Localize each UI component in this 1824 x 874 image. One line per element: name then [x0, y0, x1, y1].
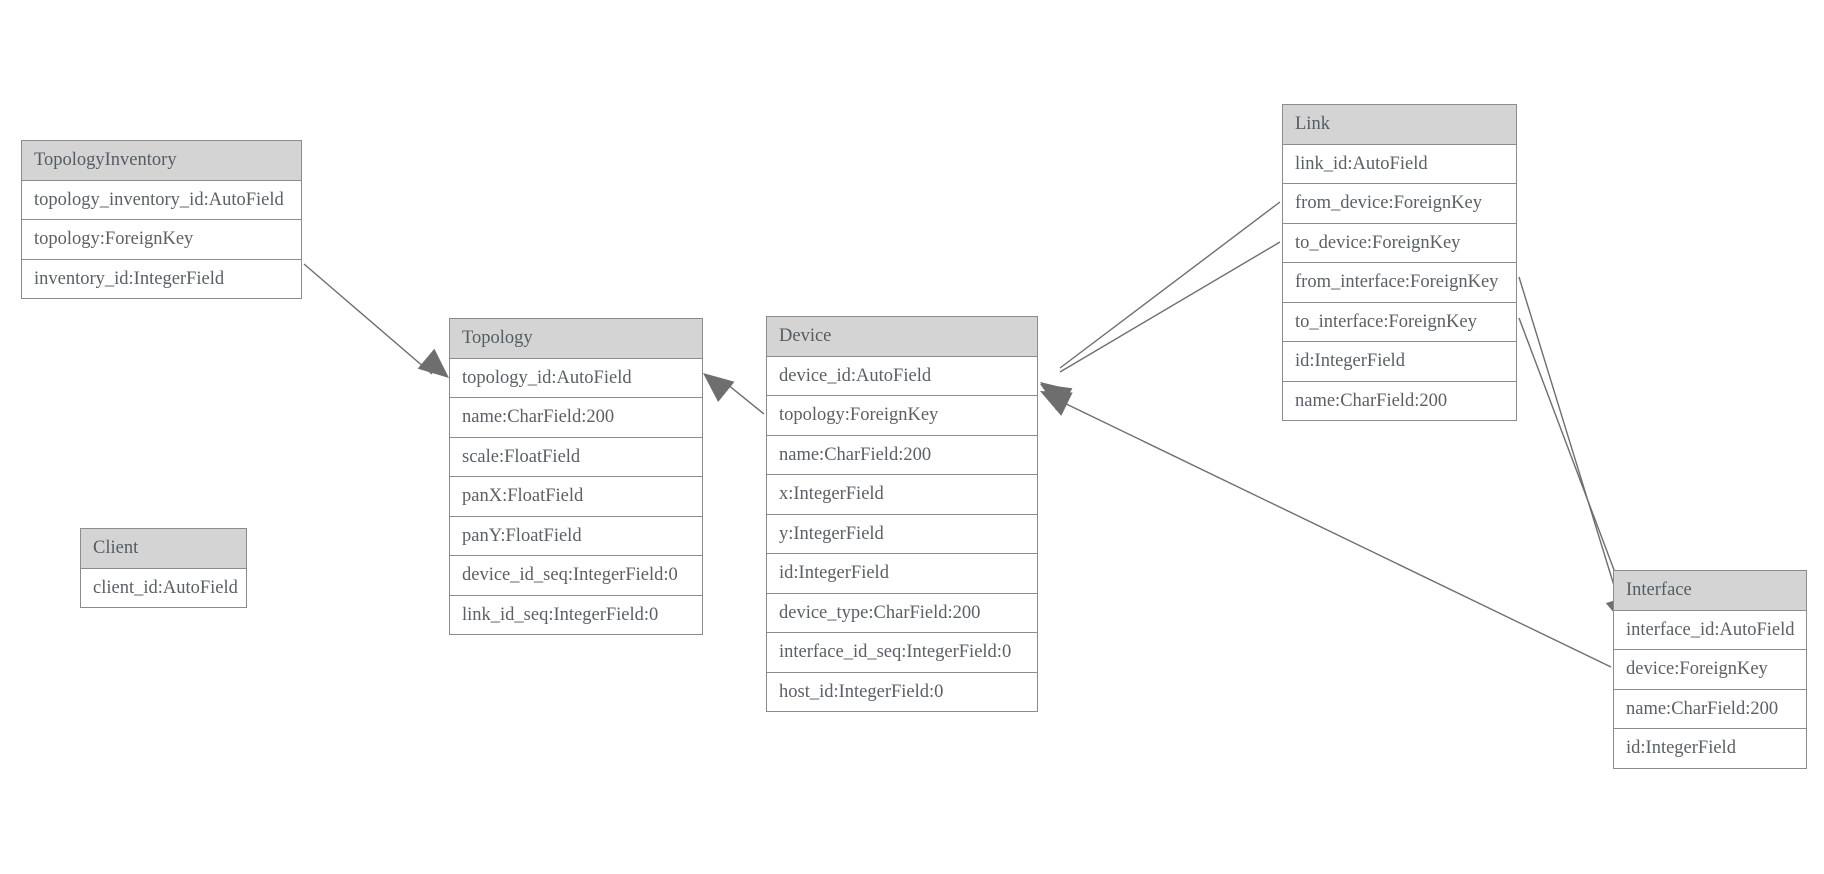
entity-field: id:IntegerField — [767, 554, 1037, 594]
entity-field: name:CharField:200 — [1283, 381, 1516, 420]
entity-field: from_device:ForeignKey — [1283, 184, 1516, 224]
entity-field: to_interface:ForeignKey — [1283, 302, 1516, 342]
entity-field: inventory_id:IntegerField — [22, 259, 301, 298]
entity-field: device_type:CharField:200 — [767, 593, 1037, 633]
entity-field: y:IntegerField — [767, 514, 1037, 554]
entity-field: link_id:AutoField — [1283, 144, 1516, 184]
entity-field: client_id:AutoField — [81, 568, 246, 607]
relationship-arrowhead — [1040, 382, 1072, 411]
relationship-line — [721, 379, 765, 415]
relationship-arrowhead — [1040, 391, 1073, 416]
entity-field: from_interface:ForeignKey — [1283, 263, 1516, 303]
rel-device-topology — [703, 373, 765, 415]
entity-field: id:IntegerField — [1614, 729, 1806, 768]
relationship-line — [303, 263, 433, 375]
entity-field: device_id_seq:IntegerField:0 — [450, 556, 702, 596]
entity-field: interface_id_seq:IntegerField:0 — [767, 633, 1037, 673]
entity-field: topology:ForeignKey — [767, 396, 1037, 436]
entity-field: topology_inventory_id:AutoField — [22, 180, 301, 220]
entity-title: Device — [767, 317, 1037, 357]
entity-field: panY:FloatField — [450, 516, 702, 556]
relationship-arrowhead — [1040, 384, 1073, 411]
relationship-line — [1518, 276, 1621, 606]
entity-field: name:CharField:200 — [450, 398, 702, 438]
relationship-line — [1059, 241, 1281, 373]
entity-field: scale:FloatField — [450, 437, 702, 477]
entity-field: x:IntegerField — [767, 475, 1037, 515]
entity-title: Topology — [450, 319, 702, 359]
entity-title: Client — [81, 529, 246, 569]
rel-link-to-device — [1040, 241, 1281, 411]
entity-field: device_id:AutoField — [767, 356, 1037, 396]
entity-title: Link — [1283, 105, 1516, 145]
entity-field: name:CharField:200 — [767, 435, 1037, 475]
entity-title: Interface — [1614, 571, 1806, 611]
entity-field: to_device:ForeignKey — [1283, 223, 1516, 263]
entity-field: panX:FloatField — [450, 477, 702, 517]
rel-link-from-device — [1040, 201, 1281, 411]
entity-field: name:CharField:200 — [1614, 689, 1806, 729]
entity-field: topology:ForeignKey — [22, 220, 301, 260]
rel-topologyinventory-topology — [303, 263, 449, 378]
entity-field: device:ForeignKey — [1614, 650, 1806, 690]
entity-field: link_id_seq:IntegerField:0 — [450, 595, 702, 634]
relationship-line — [1059, 201, 1281, 369]
entity-field: interface_id:AutoField — [1614, 610, 1806, 650]
entity-field: id:IntegerField — [1283, 342, 1516, 382]
relationship-line — [1518, 317, 1629, 608]
rel-interface-device — [1040, 391, 1612, 668]
entity-title: TopologyInventory — [22, 141, 301, 181]
relationship-line — [1057, 399, 1612, 668]
entity-field: topology_id:AutoField — [450, 358, 702, 398]
entity-field: host_id:IntegerField:0 — [767, 672, 1037, 711]
